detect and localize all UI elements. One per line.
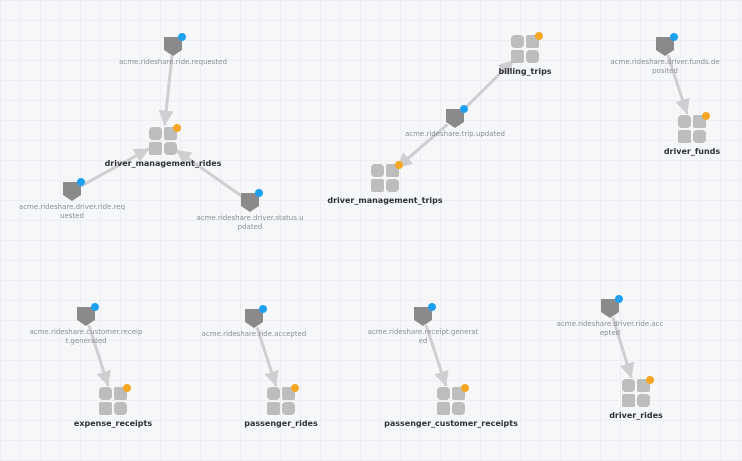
topic-shield-icon (245, 309, 263, 328)
topic-node-trip-updated[interactable]: acme.rideshare.trip.updated (405, 105, 505, 138)
table-node-expense-receipts[interactable]: expense_receipts (74, 384, 152, 428)
table-node-billing-trips[interactable]: billing_trips (498, 32, 552, 76)
table-label: passenger_customer_receipts (384, 419, 518, 428)
edge-trip-updated-to-driver-management-trips (396, 123, 449, 169)
topic-shield-icon (164, 37, 182, 56)
topic-label: acme.rideshare.receipt.generat (368, 328, 479, 336)
table-grid-icon (371, 164, 399, 192)
table-label: driver_rides (609, 411, 663, 420)
table-grid-icon (622, 379, 650, 407)
topic-label: acme.rideshare.ride.requested (119, 58, 227, 66)
edge-ride-accepted-to-passenger-rides (255, 326, 279, 387)
table-label: expense_receipts (74, 419, 152, 428)
table-grid-icon (267, 387, 295, 415)
topic-status-dot (460, 105, 468, 113)
table-status-dot (395, 161, 403, 169)
table-node-driver-management-trips[interactable]: driver_management_trips (327, 161, 443, 205)
topic-node-ride-accepted[interactable]: acme.rideshare.ride.accepted (202, 305, 307, 338)
topic-node-ride-requested[interactable]: acme.rideshare.ride.requested (119, 33, 227, 66)
topic-shield-icon (414, 307, 432, 326)
table-grid-icon (511, 35, 539, 63)
table-node-passenger-rides[interactable]: passenger_rides (244, 384, 318, 428)
topic-label: acme.rideshare.driver.ride.acc (557, 320, 664, 328)
topic-shield-icon (63, 182, 81, 201)
table-node-passenger-customer-receipts[interactable]: passenger_customer_receipts (384, 384, 518, 428)
edge-receipt-generated-to-passenger-customer-receipts (424, 324, 449, 387)
table-status-dot (123, 384, 131, 392)
topic-shield-icon (446, 109, 464, 128)
topic-node-customer-receipt-generated[interactable]: acme.rideshare.customer.receipt.generate… (30, 303, 143, 345)
table-label: billing_trips (498, 67, 551, 76)
table-label: driver_funds (664, 147, 721, 156)
topic-label: uested (60, 212, 84, 220)
edge-driver-ride-accepted-to-driver-rides (611, 317, 635, 379)
table-status-dot (461, 384, 469, 392)
table-status-dot (291, 384, 299, 392)
edge-driver-status-updated-to-driver-management-rides (175, 149, 243, 198)
topic-label: acme.rideshare.customer.receip (30, 328, 143, 336)
edge-customer-receipt-generated-to-expense-receipts (87, 324, 111, 387)
topic-label: pdated (238, 223, 263, 231)
topic-status-dot (670, 33, 678, 41)
topic-shield-icon (656, 37, 674, 56)
table-node-driver-management-rides[interactable]: driver_management_rides (105, 124, 222, 168)
table-label: driver_management_trips (327, 196, 443, 205)
topic-label: epted (600, 329, 620, 337)
topic-status-dot (615, 295, 623, 303)
table-label: passenger_rides (244, 419, 318, 428)
topic-node-receipt-generated[interactable]: acme.rideshare.receipt.generated (368, 303, 479, 345)
table-status-dot (173, 124, 181, 132)
table-status-dot (702, 112, 710, 120)
topic-label: acme.rideshare.driver.status.u (196, 214, 303, 222)
table-node-driver-rides[interactable]: driver_rides (609, 376, 663, 420)
topic-node-driver-ride-requested[interactable]: acme.rideshare.driver.ride.requested (19, 178, 125, 220)
edge-trip-updated-to-billing-trips (461, 59, 515, 112)
nodes-layer: acme.rideshare.ride.requested acme.ridesh… (19, 32, 720, 428)
topic-status-dot (77, 178, 85, 186)
table-grid-icon (678, 115, 706, 143)
topic-label: posited (652, 67, 678, 75)
topic-shield-icon (241, 193, 259, 212)
topic-status-dot (259, 305, 267, 313)
table-grid-icon (437, 387, 465, 415)
table-status-dot (535, 32, 543, 40)
table-node-driver-funds[interactable]: driver_funds (664, 112, 721, 156)
topic-status-dot (428, 303, 436, 311)
topic-status-dot (255, 189, 263, 197)
edges-layer (80, 54, 690, 387)
topic-status-dot (178, 33, 186, 41)
table-status-dot (646, 376, 654, 384)
edge-driver-ride-requested-to-driver-management-rides (80, 147, 150, 188)
topic-label: acme.rideshare.driver.funds.de (610, 58, 719, 66)
topic-shield-icon (601, 299, 619, 318)
table-grid-icon (99, 387, 127, 415)
table-grid-icon (149, 127, 177, 155)
edge-ride-requested-to-driver-management-rides (158, 55, 174, 126)
topic-label: ed (419, 337, 428, 345)
topic-node-driver-status-updated[interactable]: acme.rideshare.driver.status.updated (196, 189, 304, 231)
topic-status-dot (91, 303, 99, 311)
topic-shield-icon (77, 307, 95, 326)
table-label: driver_management_rides (105, 159, 222, 168)
topic-label: t.generated (65, 337, 106, 345)
topic-label: acme.rideshare.trip.updated (405, 130, 505, 138)
edge-driver-funds-deposited-to-driver-funds (666, 54, 690, 115)
topic-label: acme.rideshare.ride.accepted (202, 330, 307, 338)
topic-label: acme.rideshare.driver.ride.req (19, 203, 125, 211)
topic-node-driver-ride-accepted[interactable]: acme.rideshare.driver.ride.accepted (557, 295, 664, 337)
